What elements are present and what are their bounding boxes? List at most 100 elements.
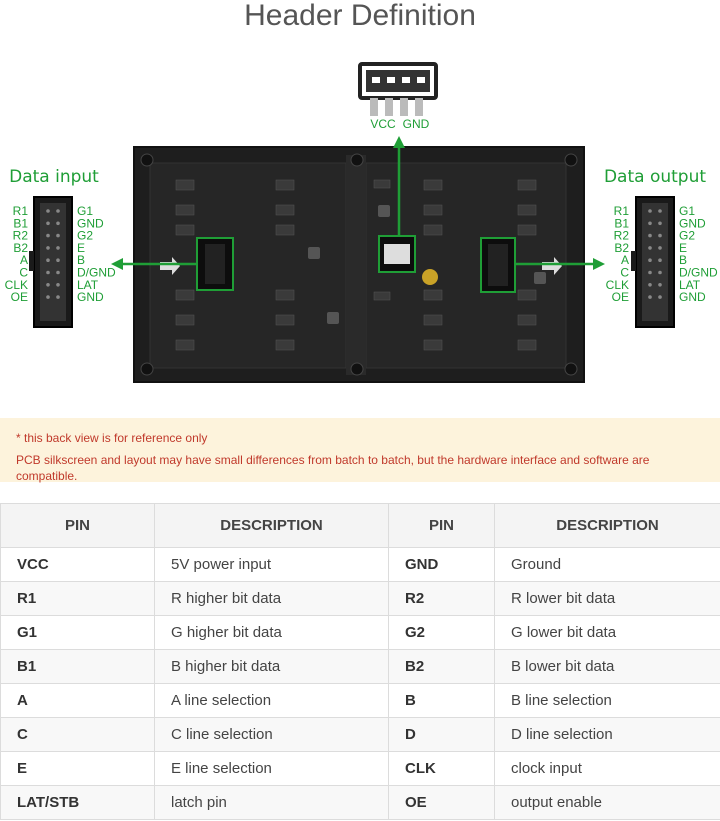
- header-pin-dot: [56, 209, 60, 213]
- input-pin-label-right: D/GND: [77, 266, 116, 280]
- input-pin-label-right: GND: [77, 290, 104, 304]
- data-input-label: Data input: [9, 167, 99, 187]
- input-pin-label-right: G2: [77, 229, 93, 243]
- output-header-connector: [631, 196, 675, 328]
- pin-name-cell: OE: [388, 785, 495, 820]
- input-pin-label-right: GND: [77, 216, 104, 230]
- output-pin-label-right: E: [679, 241, 687, 255]
- pin-description-cell: B higher bit data: [154, 649, 389, 684]
- pin-name-cell: VCC: [0, 547, 155, 582]
- header-pin-dot: [648, 233, 652, 238]
- header-pin-dot: [56, 283, 60, 287]
- pin-description-cell: output enable: [494, 785, 720, 820]
- pin-name-cell: B: [388, 683, 495, 718]
- input-pin-label-left: A: [20, 253, 28, 267]
- header-pin-dot: [46, 283, 50, 287]
- pin-description-cell: B line selection: [494, 683, 720, 718]
- header-pin-dot: [658, 233, 662, 238]
- pin-name-cell: G2: [388, 615, 495, 650]
- header-pin-dot: [56, 258, 60, 262]
- header-pin-dot: [658, 270, 662, 275]
- header-diagram: VCC GND: [0, 40, 720, 410]
- pin-name-cell: LAT/STB: [0, 785, 155, 820]
- vcc-label: VCC: [370, 117, 396, 131]
- input-pin-label-left: B2: [13, 241, 28, 255]
- header-pin-dot: [658, 258, 662, 262]
- header-pin-dot: [56, 221, 60, 226]
- header-description-1: DESCRIPTION: [154, 503, 389, 548]
- output-pin-label-left: R2: [614, 229, 630, 243]
- notice-box: * this back view is for reference only P…: [0, 418, 720, 483]
- header-pin-dot: [648, 246, 652, 250]
- header-pin-dot: [658, 246, 662, 250]
- header-pin-dot: [658, 221, 662, 226]
- output-pin-label-left: CLK: [606, 278, 629, 292]
- output-pin-label-left: B1: [614, 216, 629, 230]
- output-pin-label-right: G1: [679, 204, 695, 218]
- input-pin-label-left: OE: [11, 290, 28, 304]
- pin-name-cell: G1: [0, 615, 155, 650]
- input-pin-label-left: B1: [13, 216, 28, 230]
- pin-description-cell: R higher bit data: [154, 581, 389, 616]
- pin-name-cell: B2: [388, 649, 495, 684]
- pin-description-cell: Ground: [494, 547, 720, 582]
- input-pin-label-left: CLK: [5, 278, 28, 292]
- pin-description-cell: G higher bit data: [154, 615, 389, 650]
- pin-name-cell: D: [388, 717, 495, 752]
- header-pin-dot: [46, 246, 50, 250]
- output-pin-label-left: A: [621, 253, 629, 267]
- input-pin-label-right: G1: [77, 204, 93, 218]
- pin-description-cell: D line selection: [494, 717, 720, 752]
- gnd-label: GND: [403, 117, 430, 131]
- input-pin-label-left: R2: [13, 229, 29, 243]
- output-pin-label-right: G2: [679, 229, 695, 243]
- pin-name-cell: CLK: [388, 751, 495, 786]
- header-pin-1: PIN: [0, 503, 155, 548]
- input-pin-label-right: B: [77, 253, 85, 267]
- header-pin-dot: [46, 270, 50, 275]
- input-header-connector: [29, 196, 73, 328]
- pin-description-cell: 5V power input: [154, 547, 389, 582]
- pin-description-cell: R lower bit data: [494, 581, 720, 616]
- pin-name-cell: GND: [388, 547, 495, 582]
- pin-description-cell: latch pin: [154, 785, 389, 820]
- header-pin-dot: [658, 283, 662, 287]
- header-pin-dot: [46, 233, 50, 238]
- header-pin-dot: [56, 270, 60, 275]
- header-pin-dot: [56, 295, 60, 299]
- header-pin-dot: [648, 221, 652, 226]
- power-connector: [358, 62, 438, 116]
- output-pin-label-left: C: [620, 266, 629, 280]
- header-pin-dot: [648, 270, 652, 275]
- pin-name-cell: A: [0, 683, 155, 718]
- table-header-row: PIN DESCRIPTION PIN DESCRIPTION: [0, 503, 720, 548]
- output-pin-label-right: GND: [679, 290, 706, 304]
- header-pin-dot: [56, 246, 60, 250]
- diagram-svg: VCC GND: [5, 62, 718, 383]
- pin-description-cell: G lower bit data: [494, 615, 720, 650]
- output-pin-label-right: GND: [679, 216, 706, 230]
- input-pin-label-right: LAT: [77, 278, 99, 292]
- header-pin-dot: [648, 283, 652, 287]
- header-pin-dot: [648, 295, 652, 299]
- header-pin-dot: [56, 233, 60, 238]
- notice-line-1: * this back view is for reference only: [16, 431, 208, 445]
- pin-name-cell: B1: [0, 649, 155, 684]
- header-description-2: DESCRIPTION: [494, 503, 720, 548]
- page-title: Header Definition: [244, 0, 476, 32]
- header-pin-dot: [46, 258, 50, 262]
- pin-name-cell: R1: [0, 581, 155, 616]
- header-pin-dot: [648, 209, 652, 213]
- pin-description-cell: A line selection: [154, 683, 389, 718]
- output-pin-label-left: OE: [612, 290, 629, 304]
- header-pin-2: PIN: [388, 503, 495, 548]
- output-pin-label-left: B2: [614, 241, 629, 255]
